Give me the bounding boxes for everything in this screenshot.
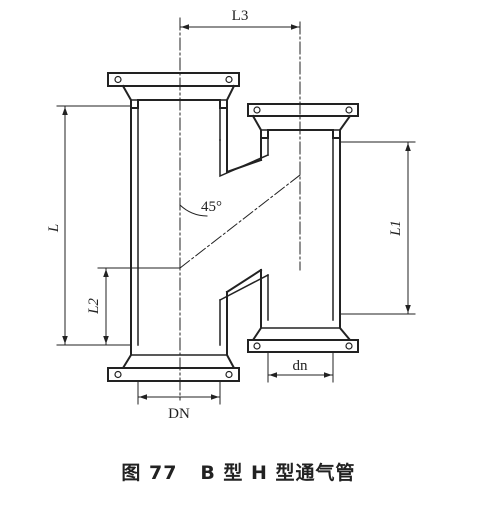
- connecting-duct: [218, 139, 270, 302]
- label-dn-small: dn: [293, 358, 309, 374]
- label-l1: L1: [388, 220, 404, 237]
- branch-pipe: [247, 103, 359, 353]
- extension-lines: [56, 105, 416, 405]
- center-lines: [179, 17, 301, 401]
- label-l3: L3: [232, 8, 249, 24]
- label-dn: DN: [168, 406, 190, 422]
- label-l2: L2: [86, 298, 102, 315]
- label-l: L: [46, 224, 62, 233]
- label-angle: 45°: [201, 199, 222, 215]
- dimension-lines: [62, 24, 411, 400]
- angle-arc: [179, 204, 208, 217]
- figure-caption: 图 77 B 型 H 型通气管: [121, 462, 356, 484]
- main-pipe: [107, 72, 240, 382]
